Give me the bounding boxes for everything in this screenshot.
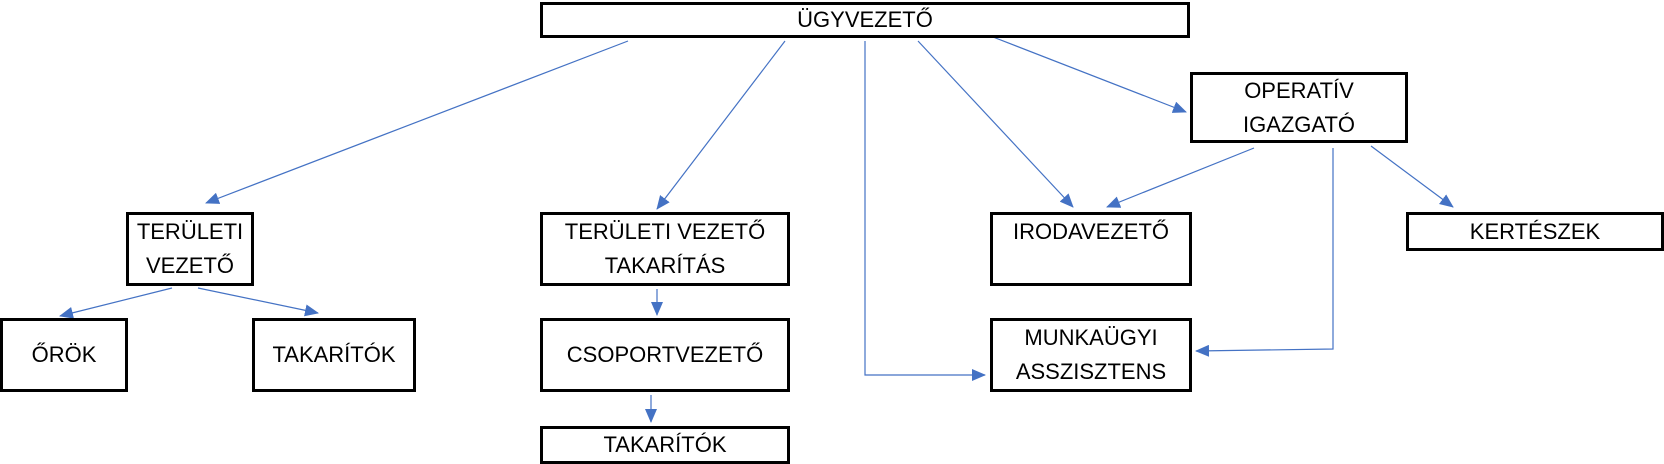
connector-ceo-to-hr-assistant <box>864 41 986 381</box>
node-hr-assistant-line-2: ASSZISZTENS <box>1015 359 1167 384</box>
node-team-leader-line-1: CSOPORTVEZETŐ <box>566 342 764 367</box>
node-cleaners-2: TAKARÍTÓK <box>540 426 790 464</box>
node-area-manager: TERÜLETI VEZETŐ <box>126 212 254 286</box>
connector-operations-director-to-gardeners <box>1370 145 1454 208</box>
connector-operations-director-to-hr-assistant <box>1195 148 1334 357</box>
node-gardeners-line-1: KERTÉSZEK <box>1469 218 1601 244</box>
node-cleaners-line-1: TAKARÍTÓK <box>272 342 396 367</box>
node-area-manager-cleaning-line-1: TERÜLETI VEZETŐ <box>564 219 766 244</box>
node-hr-assistant: MUNKAÜGYI ASSZISZTENS <box>990 318 1192 392</box>
node-area-manager-cleaning-line-2: TAKARÍTÁS <box>604 253 726 278</box>
node-ceo-line-1: ÜGYVEZETŐ <box>797 7 933 32</box>
connector-ceo-to-office-manager <box>917 40 1074 208</box>
node-operations-director-line-2: IGAZGATÓ <box>1242 111 1356 137</box>
node-guards: ŐRÖK <box>0 318 128 392</box>
node-hr-assistant-line-1: MUNKAÜGYI <box>1024 325 1158 350</box>
node-office-manager-line-1: IRODAVEZETŐ <box>1012 219 1170 244</box>
node-team-leader: CSOPORTVEZETŐ <box>540 318 790 392</box>
node-area-manager-cleaning: TERÜLETI VEZETŐ TAKARÍTÁS <box>540 212 790 286</box>
connector-area-manager-to-guards <box>59 287 173 319</box>
node-operations-director: OPERATÍV IGAZGATÓ <box>1190 72 1408 143</box>
node-cleaners-2-line-1: TAKARÍTÓK <box>603 432 727 457</box>
connector-ceo-to-area-manager <box>205 40 629 204</box>
node-cleaners: TAKARÍTÓK <box>252 318 416 392</box>
connector-ceo-to-operations-director <box>992 36 1187 113</box>
connector-ceo-to-area-manager-cleaning <box>656 40 786 210</box>
node-ceo: ÜGYVEZETŐ <box>540 2 1190 38</box>
node-office-manager: IRODAVEZETŐ <box>990 212 1192 286</box>
node-gardeners: KERTÉSZEK <box>1406 212 1664 251</box>
connector-operations-director-to-office-manager <box>1106 147 1255 208</box>
node-area-manager-line-1: TERÜLETI <box>136 219 244 244</box>
node-operations-director-line-1: OPERATÍV <box>1244 77 1354 103</box>
node-guards-line-1: ŐRÖK <box>31 342 97 367</box>
connector-area-manager-to-cleaners <box>197 287 319 317</box>
node-area-manager-line-2: VEZETŐ <box>145 253 234 278</box>
